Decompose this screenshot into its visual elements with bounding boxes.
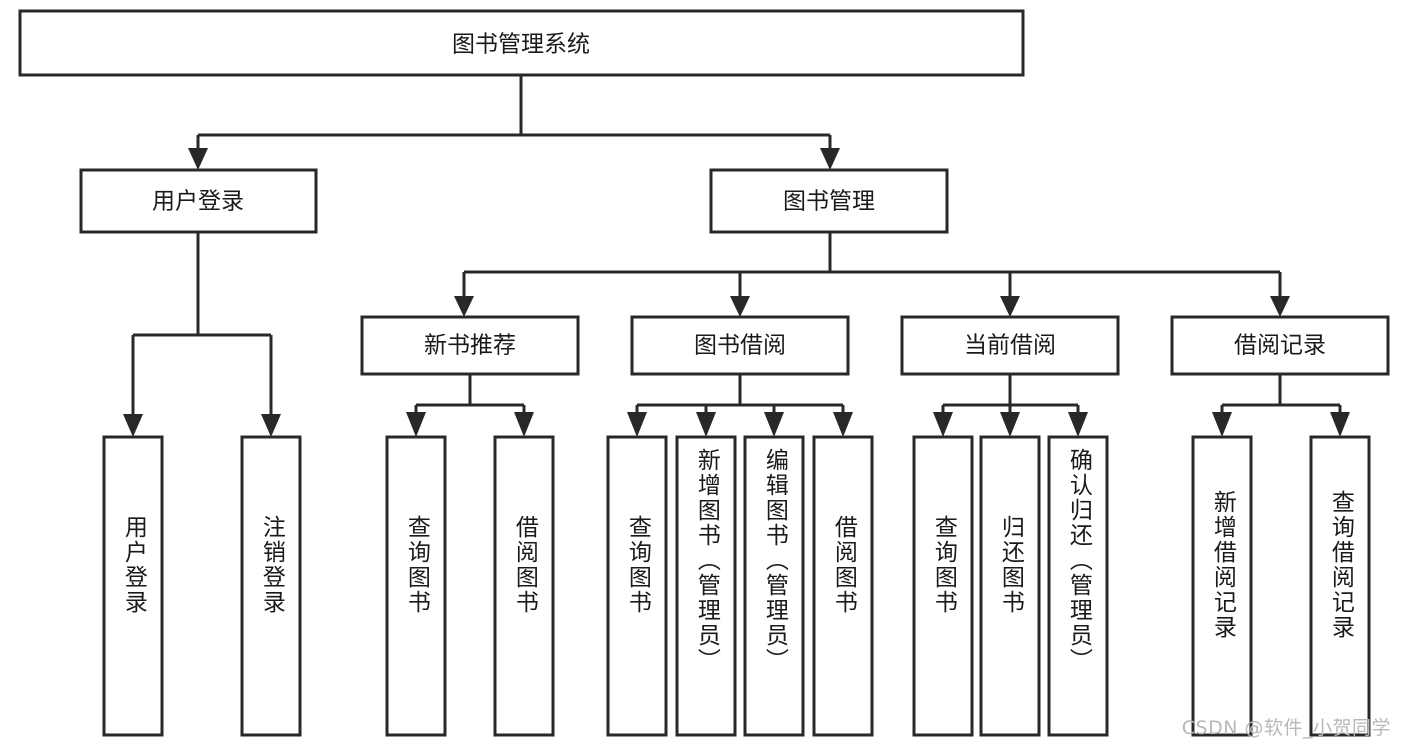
connector-group-current-borrow — [933, 374, 1088, 437]
leaf-box-confirm-return[interactable] — [1047, 435, 1109, 737]
leaf-box-return-book[interactable] — [979, 435, 1041, 737]
arrow-head-leaf-add-record — [1212, 412, 1232, 437]
node-box-user-login[interactable] — [79, 168, 318, 234]
arrow-head-leaf-edit-book — [764, 412, 784, 437]
leaf-box-add-book[interactable] — [675, 435, 737, 737]
connector-group-borrow-record — [1212, 374, 1350, 437]
node-box-book-borrow[interactable] — [630, 315, 850, 376]
arrow-head-user-login — [188, 148, 208, 170]
leaf-box-query-book-1[interactable] — [385, 435, 447, 737]
arrow-head-new-book-recommend — [454, 296, 474, 317]
leaf-box-user-login[interactable] — [102, 435, 164, 737]
leaf-box-query-book-2[interactable] — [606, 435, 668, 737]
leaf-box-edit-book[interactable] — [743, 435, 805, 737]
arrow-head-book-management — [820, 148, 840, 170]
node-label-user-login: 用户登录 — [152, 189, 244, 215]
arrow-head-leaf-user-login — [123, 414, 143, 437]
node-label-root: 图书管理系统 — [452, 32, 590, 58]
connector-group-root — [188, 76, 840, 170]
connector-group-user-login — [123, 232, 281, 437]
arrow-head-leaf-borrow-book-2 — [833, 412, 853, 437]
arrow-head-leaf-query-book-2 — [627, 412, 647, 437]
node-box-root[interactable] — [18, 9, 1025, 77]
arrow-head-leaf-borrow-book-1 — [514, 412, 534, 437]
node-label-book-management: 图书管理 — [783, 189, 875, 215]
leaf-box-borrow-book-1[interactable] — [493, 435, 555, 737]
leaf-box-logout[interactable] — [240, 435, 302, 737]
arrow-head-borrow-record — [1270, 296, 1290, 317]
node-box-current-borrow[interactable] — [900, 315, 1120, 376]
arrow-head-leaf-query-book-1 — [406, 412, 426, 437]
leaf-box-query-record[interactable] — [1309, 435, 1371, 737]
arrow-head-leaf-query-record — [1330, 412, 1350, 437]
leaf-box-borrow-book-2[interactable] — [812, 435, 874, 737]
arrow-head-current-borrow — [1000, 296, 1020, 317]
node-box-borrow-record[interactable] — [1170, 315, 1390, 376]
connector-group-book-management — [454, 232, 1290, 317]
node-label-book-borrow: 图书借阅 — [694, 333, 786, 359]
arrow-head-leaf-confirm-return — [1068, 412, 1088, 437]
leaf-box-add-record[interactable] — [1191, 435, 1253, 737]
arrow-head-leaf-query-book-3 — [933, 412, 953, 437]
node-box-new-book-recommend[interactable] — [360, 315, 580, 376]
node-box-book-management[interactable] — [709, 168, 949, 234]
arrow-head-leaf-return-book — [1000, 412, 1020, 437]
arrow-head-book-borrow — [730, 296, 750, 317]
leaf-box-query-book-3[interactable] — [912, 435, 974, 737]
node-label-new-book-recommend: 新书推荐 — [424, 333, 516, 359]
connector-group-new-book-recommend — [406, 374, 534, 437]
watermark-text: CSDN @软件_小贺同学 — [1181, 717, 1391, 739]
node-label-current-borrow: 当前借阅 — [964, 333, 1056, 359]
arrow-head-leaf-add-book — [696, 412, 716, 437]
connector-group-book-borrow — [627, 374, 853, 437]
arrow-head-leaf-logout — [261, 414, 281, 437]
node-label-borrow-record: 借阅记录 — [1234, 333, 1326, 359]
